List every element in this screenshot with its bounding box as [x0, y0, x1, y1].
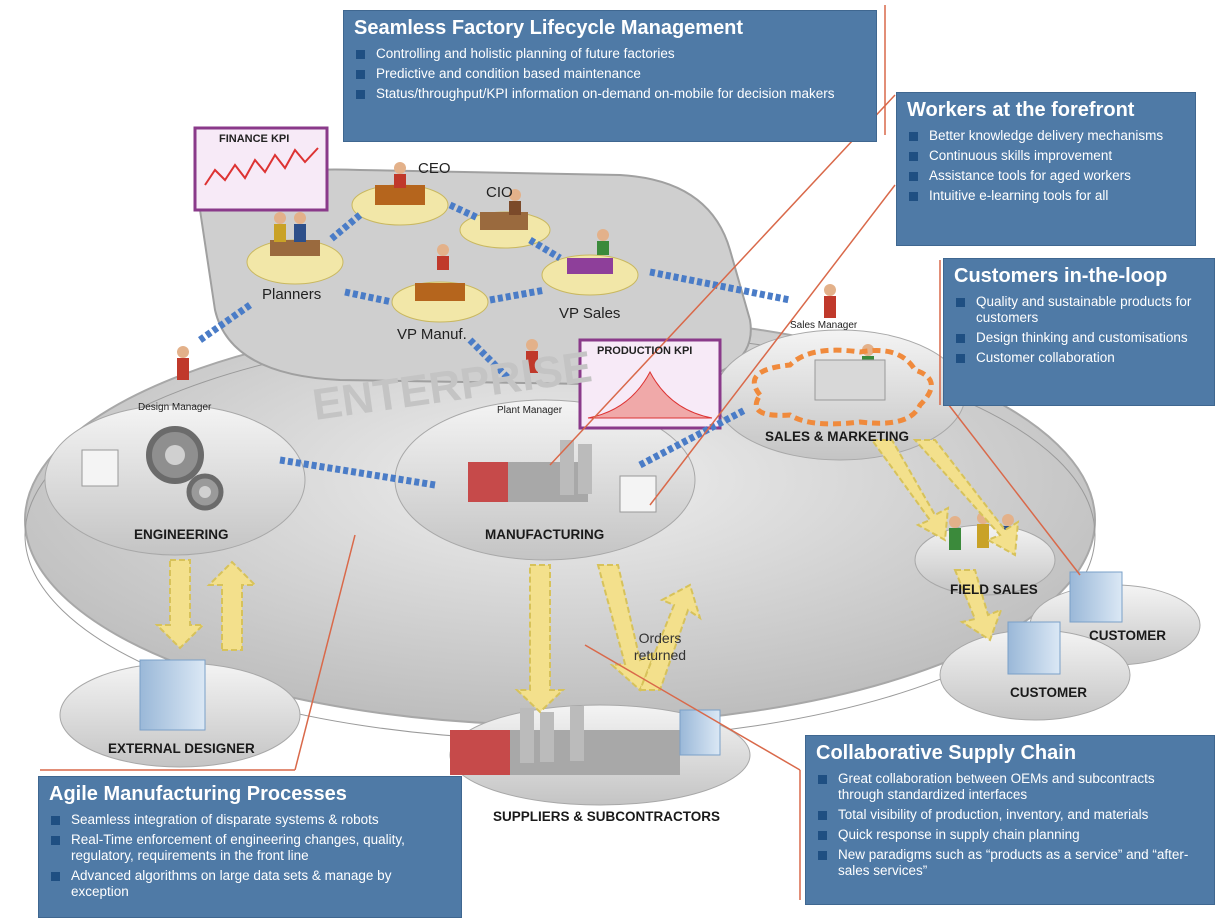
production-kpi-chart: [578, 338, 722, 430]
agile-manufacturing-box: Agile Manufacturing Processes Seamless i…: [38, 776, 462, 918]
supply-chain-item: Total visibility of production, inventor…: [816, 807, 1204, 823]
factory-lifecycle-title: Seamless Factory Lifecycle Management: [354, 17, 744, 39]
vp-manuf-label: VP Manuf.: [397, 326, 467, 343]
customer-label-2: CUSTOMER: [1010, 685, 1088, 700]
customers-title: Customers in-the-loop: [954, 265, 1168, 287]
manufacturing-label: MANUFACTURING: [485, 527, 605, 542]
planners-label: Planners: [262, 286, 322, 303]
engineer-picture-icon: [81, 449, 119, 487]
factory-icon: [468, 440, 592, 502]
plant-manager-label: Plant Manager: [497, 405, 563, 416]
agile-manufacturing-item: Real-Time enforcement of engineering cha…: [49, 832, 451, 864]
agile-manufacturing-item: Advanced algorithms on large data sets &…: [49, 868, 451, 900]
production-kpi-label: PRODUCTION KPI: [597, 345, 693, 357]
factory-lifecycle-item: Status/throughput/KPI information on-dem…: [354, 86, 866, 102]
factory-lifecycle-item: Predictive and condition based maintenan…: [354, 66, 866, 82]
design-manager-label: Design Manager: [138, 402, 212, 413]
finance-kpi-chart: [193, 126, 329, 212]
vp-sales-desk-disc: [541, 254, 639, 296]
planners-desk: [270, 240, 320, 256]
workers-item: Continuous skills improvement: [907, 148, 1185, 164]
external-designer-label: EXTERNAL DESIGNER: [108, 741, 255, 756]
building-icon: [139, 571, 1123, 731]
supply-chain-item: Quick response in supply chain planning: [816, 827, 1204, 843]
workers-title: Workers at the forefront: [907, 99, 1135, 121]
vp-sales-desk: [567, 258, 613, 274]
customer-label-1: CUSTOMER: [1089, 628, 1167, 643]
supply-chain-item: New paradigms such as “products as a ser…: [816, 847, 1204, 879]
field-sales-label: FIELD SALES: [950, 582, 1038, 597]
suppliers-label: SUPPLIERS & SUBCONTRACTORS: [493, 809, 721, 824]
workers-item: Better knowledge delivery mechanisms: [907, 128, 1185, 144]
ceo-label: CEO: [418, 160, 451, 177]
orders-returned-label: Orders returned: [633, 630, 687, 663]
link-arrows: [197, 201, 791, 489]
supplier-factory-icon: [450, 706, 721, 775]
workers-box: Workers at the forefront Better knowledg…: [896, 92, 1196, 246]
vp-manuf-desk: [415, 283, 465, 301]
workers-item: Assistance tools for aged workers: [907, 168, 1185, 184]
supply-chain-item: Great collaboration between OEMs and sub…: [816, 771, 1204, 803]
engineering-label: ENGINEERING: [134, 527, 229, 542]
factory-lifecycle-box: Seamless Factory Lifecycle Management Co…: [343, 10, 877, 142]
callout-lines: [40, 5, 1081, 900]
supply-chain-box: Collaborative Supply Chain Great collabo…: [805, 735, 1215, 905]
cio-label: CIO: [486, 184, 513, 201]
customers-item: Customer collaboration: [954, 350, 1204, 366]
customers-item: Quality and sustainable products for cus…: [954, 294, 1204, 326]
sales-marketing-label: SALES & MARKETING: [765, 429, 910, 444]
workers-item: Intuitive e-learning tools for all: [907, 188, 1185, 204]
flow-arrows: [154, 439, 1020, 714]
vp-sales-label: VP Sales: [559, 305, 621, 322]
agile-manufacturing-title: Agile Manufacturing Processes: [49, 783, 347, 805]
sales-office-desk: [814, 359, 886, 401]
cio-desk: [480, 212, 528, 230]
gears-icon: [146, 426, 224, 511]
ceo-desk: [375, 185, 425, 205]
agile-manufacturing-item: Seamless integration of disparate system…: [49, 812, 451, 828]
customers-item: Design thinking and customisations: [954, 330, 1204, 346]
factory-lifecycle-item: Controlling and holistic planning of fut…: [354, 46, 866, 62]
sales-manager-label: Sales Manager: [790, 320, 858, 331]
finance-kpi-label: FINANCE KPI: [219, 133, 290, 145]
supply-chain-title: Collaborative Supply Chain: [816, 742, 1077, 764]
orange-cloud: [751, 347, 934, 427]
worker-picture-icon: [619, 475, 657, 513]
customers-box: Customers in-the-loop Quality and sustai…: [943, 258, 1215, 406]
